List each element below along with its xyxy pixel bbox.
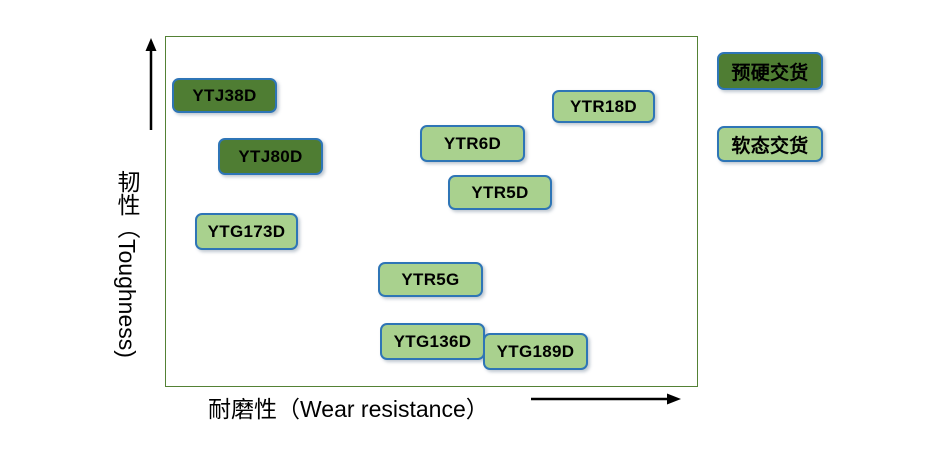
grade-node-ytg189d: YTG189D bbox=[483, 333, 588, 370]
grade-node-ytr5d: YTR5D bbox=[448, 175, 552, 210]
grade-node-ytr18d: YTR18D bbox=[552, 90, 655, 123]
legend-item-light: 软态交货 bbox=[717, 126, 823, 162]
grade-node-ytg136d: YTG136D bbox=[380, 323, 485, 360]
grade-node-ytg173d: YTG173D bbox=[195, 213, 298, 250]
y-axis-label: 韧性（Toughness) bbox=[114, 170, 140, 358]
y-axis-up-arrow-icon bbox=[145, 38, 157, 130]
x-axis-label: 耐磨性（Wear resistance） bbox=[208, 396, 489, 422]
x-axis-right-arrow-icon bbox=[531, 393, 681, 405]
grade-node-ytr5g: YTR5G bbox=[378, 262, 483, 297]
grade-node-ytj38d: YTJ38D bbox=[172, 78, 277, 113]
legend-item-dark: 预硬交货 bbox=[717, 52, 823, 90]
grade-node-ytj80d: YTJ80D bbox=[218, 138, 323, 175]
plot-area bbox=[165, 36, 698, 387]
grade-node-ytr6d: YTR6D bbox=[420, 125, 525, 162]
